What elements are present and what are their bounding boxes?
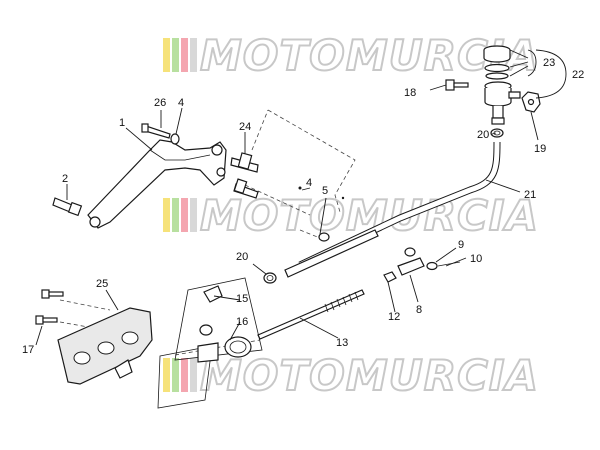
clevis-pins: [230, 152, 259, 199]
callout-25: 25: [96, 278, 108, 290]
watermark-bottom: MOTOMURCIA: [163, 350, 539, 401]
watermark-text: MOTOMURCIA: [200, 31, 539, 80]
callout-13: 13: [336, 337, 348, 349]
push-rod: [257, 289, 365, 340]
leader-lines: [35, 49, 567, 346]
watermark-text: MOTOMURCIA: [200, 191, 539, 240]
fork-pin: [426, 261, 461, 271]
callout-12: 12: [388, 311, 400, 323]
reservoir-screw: [445, 79, 469, 91]
callout-26: 26: [154, 97, 166, 109]
callout-20-top: 20: [477, 129, 489, 141]
watermark-middle: MOTOMURCIA: [163, 190, 539, 241]
small-fasteners: [298, 186, 345, 242]
callout-2: 2: [62, 173, 68, 185]
rod-fork: [397, 247, 425, 276]
callout-21: 21: [524, 189, 536, 201]
callout-20-lower: 20: [236, 251, 248, 263]
pedal-bolt: [141, 123, 180, 145]
heel-guard: [57, 307, 153, 385]
hose-clamp-top: [490, 128, 504, 138]
callout-4-mid: 4: [306, 177, 312, 189]
brake-pedal: [87, 139, 227, 229]
callout-17: 17: [22, 344, 34, 356]
callout-24: 24: [239, 121, 251, 133]
callout-16: 16: [236, 316, 248, 328]
reservoir-hose: [284, 141, 501, 278]
callout-10: 10: [470, 253, 482, 265]
callout-19: 19: [534, 143, 546, 155]
fluid-reservoir: [483, 45, 521, 125]
hose-clamp-lower: [263, 272, 277, 284]
callout-5: 5: [322, 185, 328, 197]
callout-9: 9: [458, 239, 464, 251]
callout-18: 18: [404, 87, 416, 99]
callout-4-top: 4: [178, 97, 184, 109]
callout-8: 8: [416, 304, 422, 316]
callout-labels: 1 2 4 4 5 8 9 10 12 13 15 16 17 18 19 20…: [22, 57, 584, 356]
rod-nut: [383, 271, 397, 283]
callout-1: 1: [119, 117, 125, 129]
watermark-text: MOTOMURCIA: [200, 351, 539, 400]
callout-23: 23: [543, 57, 555, 69]
heel-guard-screws: [35, 289, 64, 325]
watermark-top: MOTOMURCIA: [163, 30, 539, 81]
callout-22: 22: [572, 69, 584, 81]
master-cylinder-group: [157, 277, 263, 409]
reservoir-bracket: [521, 91, 541, 113]
pivot-bolt: [52, 197, 83, 217]
callout-15: 15: [236, 293, 248, 305]
